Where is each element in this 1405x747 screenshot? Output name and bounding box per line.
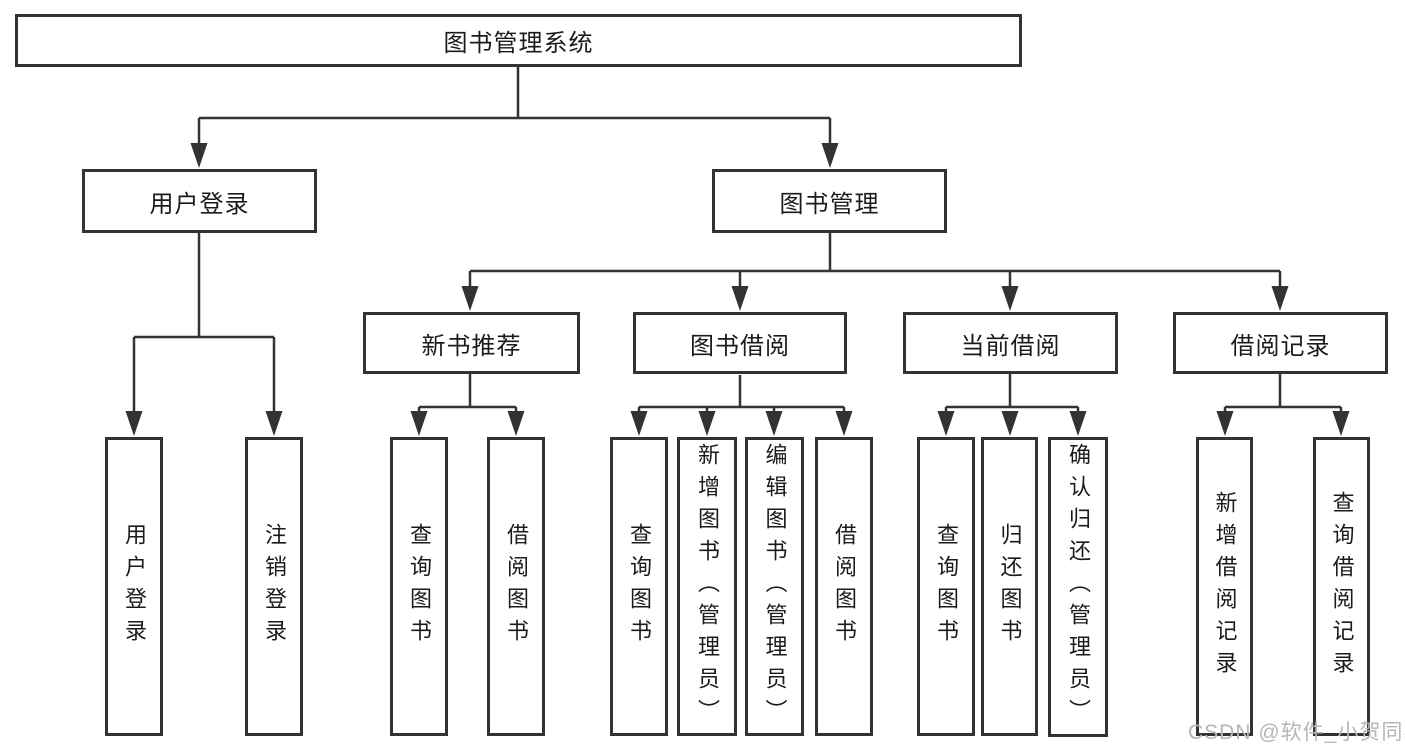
node-book-borrow: 图书借阅 bbox=[633, 312, 847, 374]
connector-new-book-children bbox=[417, 373, 518, 414]
node-root-label: 图书管理系统 bbox=[443, 30, 594, 57]
leaf-query-books-borrow: 查询图书 bbox=[610, 437, 668, 736]
node-new-book-recommend-label: 新书推荐 bbox=[421, 332, 522, 360]
leaf-edit-book-admin: 编辑图书（管理员） bbox=[745, 437, 804, 736]
connector-user-login-arrowheads bbox=[125, 411, 283, 436]
connector-book-borrow-children bbox=[637, 375, 846, 414]
node-current-borrow: 当前借阅 bbox=[903, 312, 1118, 374]
connector-book-mgmt-arrowheads bbox=[461, 286, 1289, 311]
node-borrow-records: 借阅记录 bbox=[1173, 312, 1388, 374]
leaf-return-book: 归还图书 bbox=[981, 437, 1038, 736]
leaf-query-books-recommend: 查询图书 bbox=[390, 437, 448, 736]
connector-book-mgmt-to-level3 bbox=[468, 233, 1282, 289]
leaf-user-login: 用户登录 bbox=[105, 437, 163, 736]
connector-current-borrow-arrowheads bbox=[937, 411, 1087, 436]
leaf-add-borrow-record-label: 新增借阅记录 bbox=[1212, 490, 1238, 683]
leaf-confirm-return-admin-label: 确认归还（管理员） bbox=[1066, 443, 1091, 731]
connector-root-arrowheads bbox=[190, 143, 839, 168]
leaf-add-borrow-record: 新增借阅记录 bbox=[1196, 437, 1253, 736]
csdn-watermark: CSDN @软件_小贺同学 bbox=[1188, 721, 1405, 744]
node-user-login-label: 用户登录 bbox=[149, 190, 250, 218]
node-current-borrow-label: 当前借阅 bbox=[960, 332, 1061, 360]
leaf-logout: 注销登录 bbox=[245, 437, 303, 736]
leaf-edit-book-admin-label: 编辑图书（管理员） bbox=[762, 442, 788, 731]
connector-new-book-arrowheads bbox=[410, 411, 525, 436]
leaf-confirm-return-admin: 确认归还（管理员） bbox=[1048, 437, 1108, 737]
connector-borrow-records-children bbox=[1223, 373, 1343, 414]
node-book-management: 图书管理 bbox=[712, 169, 947, 233]
leaf-logout-label: 注销登录 bbox=[262, 522, 287, 651]
connector-book-borrow-arrowheads bbox=[630, 411, 853, 436]
node-user-login: 用户登录 bbox=[82, 169, 317, 233]
leaf-user-login-label: 用户登录 bbox=[122, 522, 147, 651]
leaf-add-book-admin: 新增图书（管理员） bbox=[677, 437, 737, 736]
connector-user-login-children bbox=[132, 233, 276, 414]
node-root: 图书管理系统 bbox=[15, 14, 1022, 67]
leaf-borrow-books-recommend: 借阅图书 bbox=[487, 437, 545, 736]
leaf-query-books-borrow-label: 查询图书 bbox=[627, 522, 652, 651]
leaf-return-book-label: 归还图书 bbox=[997, 522, 1023, 651]
leaf-query-borrow-record-label: 查询借阅记录 bbox=[1329, 490, 1355, 683]
leaf-query-books-current-label: 查询图书 bbox=[934, 522, 959, 651]
leaf-borrow-books-2: 借阅图书 bbox=[815, 437, 873, 736]
leaf-query-books-recommend-label: 查询图书 bbox=[407, 522, 432, 651]
node-book-management-label: 图书管理 bbox=[779, 190, 880, 218]
leaf-add-book-admin-label: 新增图书（管理员） bbox=[695, 442, 720, 731]
leaf-borrow-books-2-label: 借阅图书 bbox=[832, 522, 857, 651]
leaf-query-books-current: 查询图书 bbox=[917, 437, 975, 736]
node-book-borrow-label: 图书借阅 bbox=[690, 332, 790, 360]
connector-current-borrow-children bbox=[944, 373, 1080, 414]
connector-root-to-level2 bbox=[197, 66, 832, 146]
connector-borrow-records-arrowheads bbox=[1216, 411, 1350, 436]
leaf-query-borrow-record: 查询借阅记录 bbox=[1313, 437, 1370, 736]
node-borrow-records-label: 借阅记录 bbox=[1230, 332, 1331, 360]
leaf-borrow-books-recommend-label: 借阅图书 bbox=[504, 522, 529, 651]
node-new-book-recommend: 新书推荐 bbox=[363, 312, 580, 374]
